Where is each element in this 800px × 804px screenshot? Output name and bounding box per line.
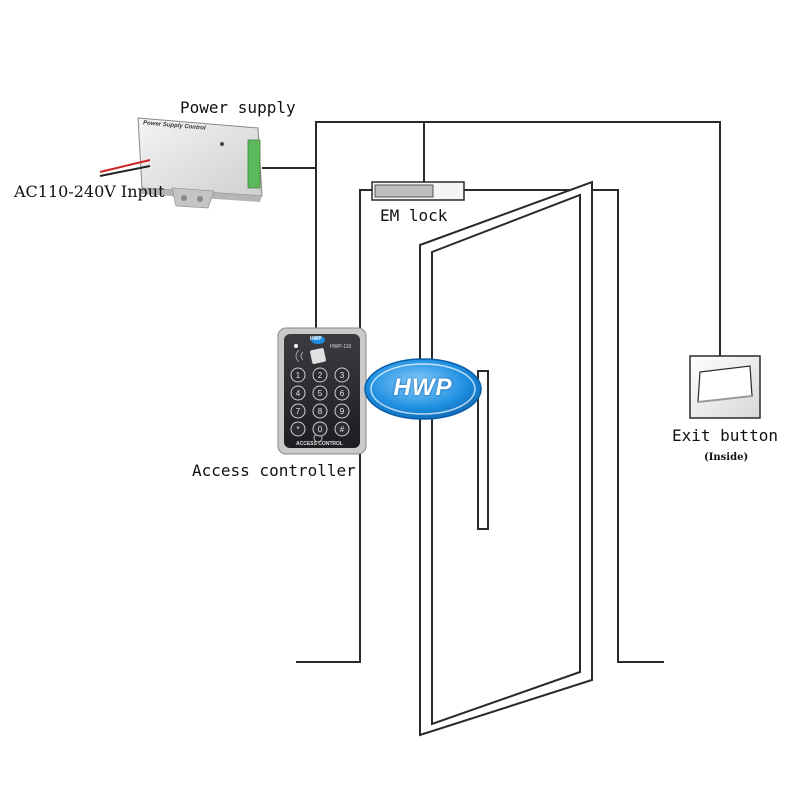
- keypad-key: [290, 385, 306, 401]
- keypad-model: HWP-110: [330, 344, 352, 350]
- em-lock-label: EM lock: [380, 206, 448, 225]
- keypad-key-label: 2: [318, 371, 323, 380]
- keypad-key-label: 3: [340, 371, 345, 380]
- access-controller-label: Access controller: [192, 461, 356, 480]
- keypad-brand: HWP: [310, 336, 322, 342]
- terminal-block: [247, 139, 261, 189]
- exit-button-note: (Inside): [704, 452, 749, 463]
- ac-input-label: AC110-240V Input: [14, 182, 165, 201]
- exit-button-device: [689, 355, 761, 419]
- keypad-key-label: 0: [318, 425, 323, 434]
- keypad-key: [290, 421, 306, 437]
- keypad-key: [334, 403, 350, 419]
- power-supply-label: Power supply: [180, 98, 296, 117]
- keypad-key-label: 8: [318, 407, 323, 416]
- door-leaf: [419, 180, 593, 737]
- door-handle: [477, 370, 489, 530]
- keypad-key: [312, 367, 328, 383]
- keypad-key-label: 5: [318, 389, 323, 398]
- em-lock: [371, 181, 465, 201]
- wiring: [262, 121, 721, 356]
- hwp-logo: [364, 358, 482, 420]
- hwp-logo-text: HWP: [393, 374, 453, 401]
- keypad-key-label: 9: [340, 407, 345, 416]
- keypad-key-label: 7: [296, 407, 301, 416]
- keypad-key-label: #: [340, 425, 345, 434]
- power-supply-device: [99, 117, 263, 209]
- keypad-key-label: *: [296, 425, 299, 434]
- keypad-key: [312, 403, 328, 419]
- keypad-key: [334, 385, 350, 401]
- keypad-keys: 1 2 3 4 5 6 7 8 9 * 0 #: [290, 367, 350, 437]
- keypad-key: [334, 367, 350, 383]
- keypad-key: [290, 403, 306, 419]
- keypad-key: [334, 421, 350, 437]
- keypad-footer: ACCESS CONTROL: [296, 441, 343, 447]
- keypad-key-label: 1: [296, 371, 301, 380]
- exit-button-label: Exit button: [672, 426, 778, 445]
- keypad-key-label: 6: [340, 389, 345, 398]
- keypad-key: [290, 367, 306, 383]
- keypad-key: [312, 421, 328, 437]
- keypad-key: [312, 385, 328, 401]
- keypad-key-label: 4: [296, 389, 301, 398]
